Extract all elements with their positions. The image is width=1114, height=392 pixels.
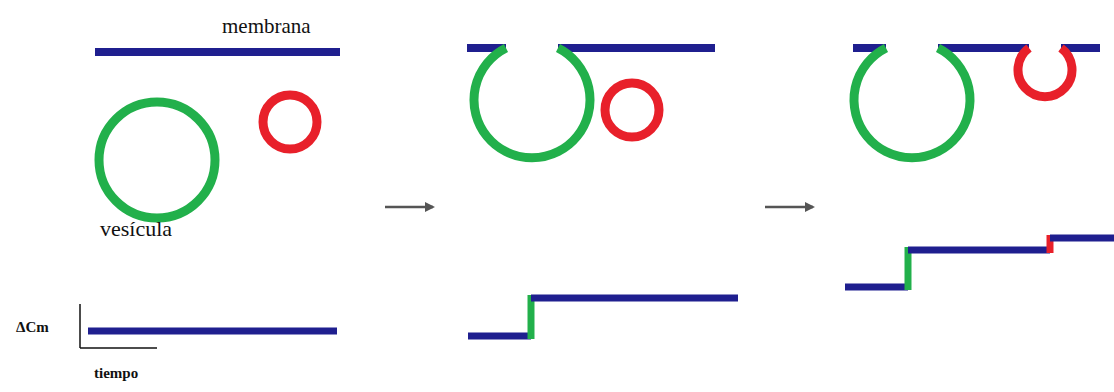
axis [79,304,81,348]
axis-label: tiempo [94,366,138,381]
capacitance-trace [908,247,1050,254]
capacitance-trace [468,333,531,340]
capacitance-step [528,295,535,339]
small-vesicle [605,83,659,137]
membrane [95,48,340,56]
large-vesicle [99,102,215,218]
fused-small-vesicle [1018,48,1072,97]
membrane [558,44,715,52]
small-vesicle [263,95,317,149]
capacitance-trace [1050,235,1114,242]
fused-vesicle [854,48,970,158]
step-arrow [385,206,433,209]
vesicle-label: vesícula [100,218,172,240]
membrane-label: membrana [222,16,311,37]
axis-label: ΔCm [16,320,49,335]
capacitance-trace [88,328,337,335]
membrane [938,44,1029,52]
capacitance-trace [845,284,908,291]
step-arrow [765,206,813,209]
capacitance-trace [531,295,738,302]
fused-vesicle [474,48,590,158]
axis [80,347,157,349]
